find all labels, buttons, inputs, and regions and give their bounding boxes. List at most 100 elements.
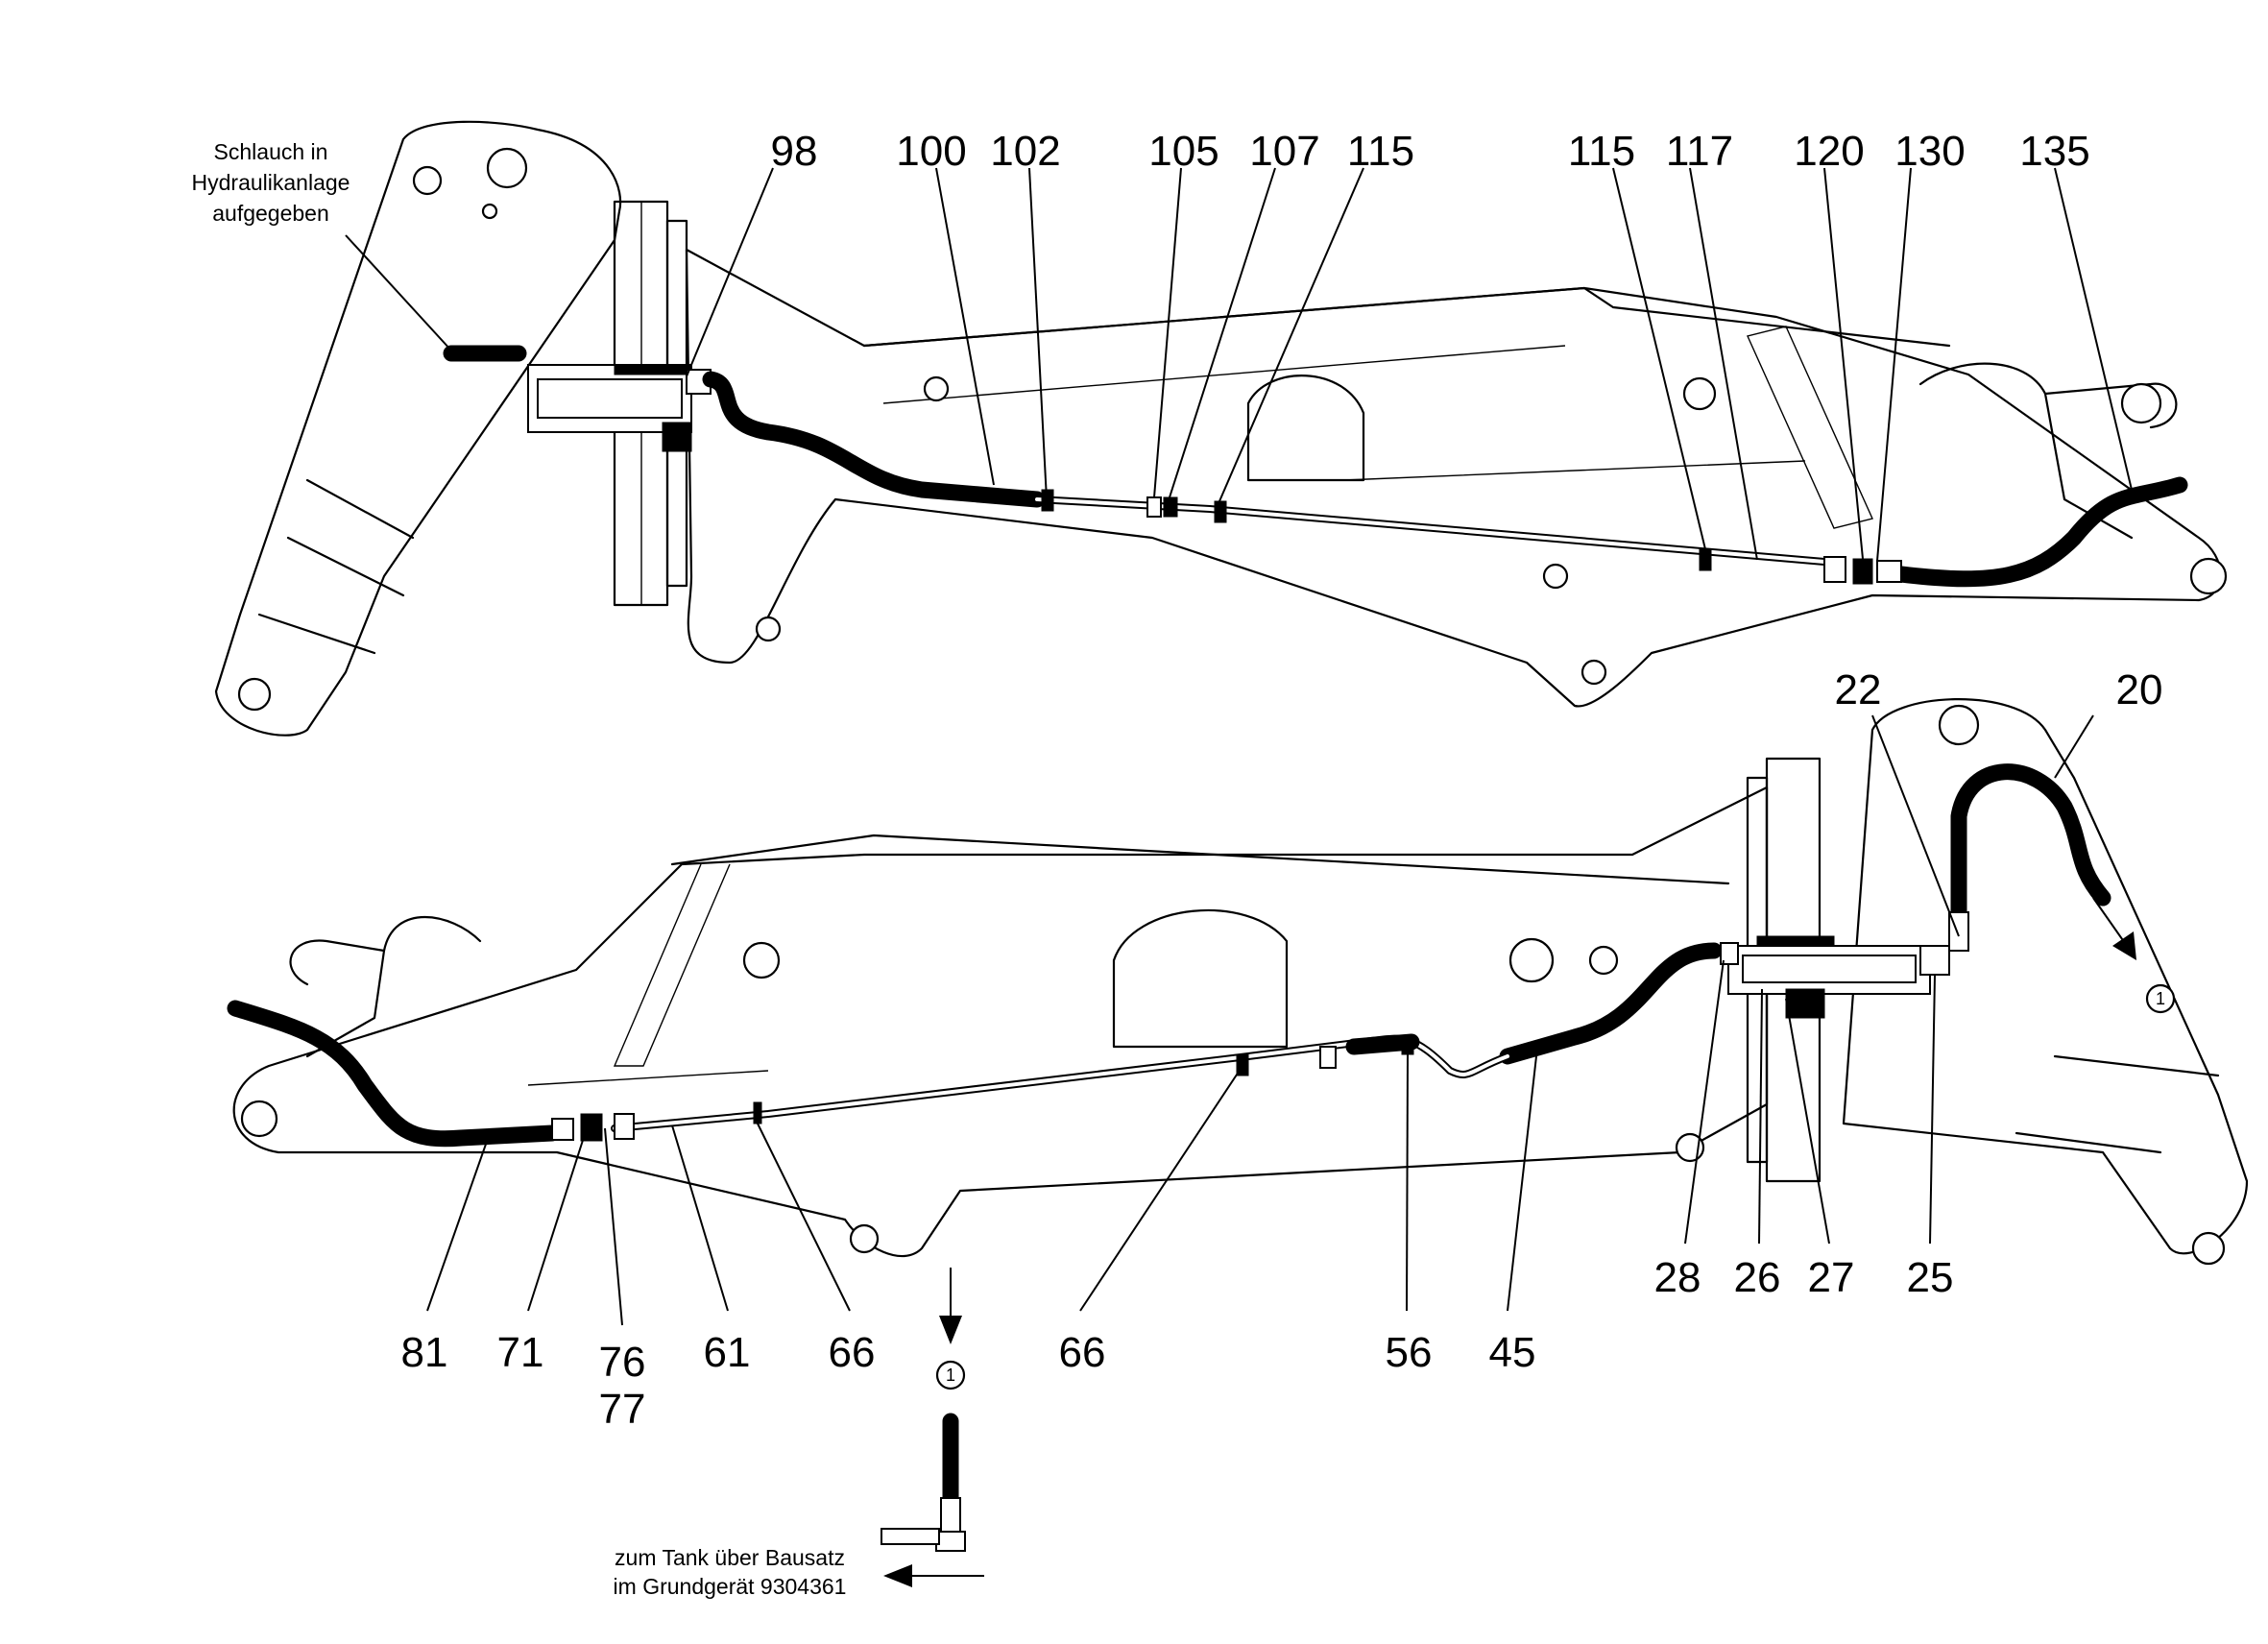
upper-clamp-115a	[1214, 500, 1227, 523]
lower-hose-81	[227, 1000, 561, 1148]
tank-arrow-down	[939, 1316, 962, 1344]
lower-fitting-28	[1720, 942, 1739, 965]
upper-fitting-120	[1823, 556, 1846, 583]
upper-clamp-115b	[1699, 548, 1712, 571]
lower-clamp-66a	[753, 1101, 762, 1124]
upper-bracket-hole-1	[412, 165, 443, 196]
lower-body-hole-1	[742, 941, 781, 979]
lower-body-hole-3	[1588, 945, 1619, 976]
callout-102: 102	[990, 128, 1060, 175]
lower-top-callouts: 22 20	[1835, 666, 2163, 713]
callout-25: 25	[1907, 1254, 1954, 1301]
lower-boom-top-edge	[670, 834, 1730, 885]
callout-105: 105	[1148, 128, 1218, 175]
upper-body-hole-1	[1682, 376, 1717, 411]
lower-fitting-76	[614, 1113, 635, 1140]
upper-body-hole-5	[923, 375, 950, 402]
callout-81: 81	[401, 1329, 448, 1376]
callout-117: 117	[1666, 128, 1733, 175]
callout-115-right: 115	[1568, 128, 1635, 175]
connection-marker-lower: 1	[2092, 897, 2176, 1014]
upper-hose-main	[702, 371, 1046, 508]
hose-note-line-1: Schlauch in	[214, 139, 328, 164]
upper-fitting-130	[1852, 558, 1873, 585]
callout-22: 22	[1835, 666, 1882, 713]
callout-107: 107	[1249, 128, 1319, 175]
upper-hose-right	[1893, 476, 2188, 588]
upper-right-arm	[1918, 362, 2178, 540]
hose-note-line-3: aufgegeben	[212, 201, 329, 226]
upper-callouts: 98 100 102 105 107 115 115 117 120 130 1…	[771, 128, 2090, 175]
tank-detail	[881, 1268, 984, 1587]
upper-right-pin	[2120, 382, 2162, 424]
connection-marker-tank: 1	[935, 1360, 966, 1390]
upper-body-hole-2	[1542, 563, 1569, 590]
leader-lines	[345, 167, 2133, 1326]
lower-bottom-callouts: 81 71 76 77 61 66 66 56 45 28 26 27 25	[401, 1254, 1954, 1433]
connection-marker-label-tank: 1	[946, 1366, 955, 1385]
lower-fitting-66b	[1319, 1046, 1337, 1069]
tank-note: zum Tank über Bausatz im Grundgerät 9304…	[614, 1545, 847, 1599]
upper-fitting-105	[1146, 496, 1162, 518]
lower-right-pivot-hole	[2191, 1231, 2226, 1266]
hose-note-line-2: Hydraulikanlage	[192, 170, 350, 195]
tank-elbow	[935, 1531, 966, 1552]
callout-66-right: 66	[1059, 1329, 1106, 1376]
upper-left-pivot-hole	[237, 677, 272, 712]
lower-body-hole-2	[1508, 937, 1555, 983]
upper-bracket-hole-3	[481, 203, 498, 220]
callout-26: 26	[1734, 1254, 1781, 1301]
callout-66-left: 66	[829, 1329, 876, 1376]
callout-45: 45	[1489, 1329, 1536, 1376]
upper-cover-plate	[1246, 375, 1365, 482]
callout-77: 77	[599, 1386, 646, 1433]
lower-fitting-56	[1401, 1034, 1414, 1055]
lower-fitting-71	[580, 1113, 603, 1142]
tank-hose-fitting	[940, 1497, 961, 1533]
lower-boom-body	[232, 786, 1769, 1258]
callout-56: 56	[1386, 1329, 1433, 1376]
tank-note-line-1: zum Tank über Bausatz	[615, 1545, 845, 1570]
callout-98: 98	[771, 128, 818, 175]
lower-left-pivot-hole	[240, 1100, 278, 1138]
upper-right-pivot-hole	[2189, 557, 2228, 595]
callout-76: 76	[599, 1339, 646, 1386]
upper-pipe	[1033, 496, 1828, 566]
callout-61: 61	[704, 1329, 751, 1376]
lower-hose-20	[1950, 763, 2111, 931]
callout-71: 71	[497, 1329, 544, 1376]
upper-boom-body	[685, 248, 2222, 708]
callout-115-left: 115	[1347, 128, 1414, 175]
upper-body-hole-3	[1580, 659, 1607, 686]
tank-pipe-stub	[881, 1528, 940, 1545]
lower-assembly	[227, 698, 2249, 1266]
upper-fitting-107	[1163, 496, 1178, 518]
tank-arrow-left	[883, 1564, 912, 1587]
lower-hose-28	[1499, 942, 1723, 1065]
callout-20: 20	[2116, 666, 2163, 713]
callout-100: 100	[896, 128, 966, 175]
callout-135: 135	[2019, 128, 2089, 175]
upper-left-bracket	[214, 120, 622, 737]
lower-right-bracket	[1842, 698, 2249, 1255]
upper-assembly	[214, 120, 2228, 737]
callout-120: 120	[1794, 128, 1864, 175]
upper-boom-top-edge	[862, 286, 1951, 348]
connection-marker-label-lower: 1	[2156, 989, 2165, 1008]
lower-bracket-hole-1	[1938, 704, 1980, 746]
callout-28: 28	[1654, 1254, 1701, 1301]
lower-fitting-25	[1919, 945, 1950, 976]
upper-bracket-hole-2	[486, 147, 528, 189]
upper-body-hole-4	[755, 616, 782, 642]
lower-body-hole-5	[849, 1223, 880, 1254]
upper-left-bracket-plate	[257, 478, 415, 655]
hose-note: Schlauch in Hydraulikanlage aufgegeben	[192, 139, 350, 226]
upper-clamp-102	[1041, 489, 1054, 512]
lower-cover-plate	[1112, 908, 1289, 1049]
tank-note-line-2: im Grundgerät 9304361	[614, 1574, 847, 1599]
callout-130: 130	[1894, 128, 1965, 175]
lower-left-arm	[289, 916, 482, 1058]
callout-27: 27	[1808, 1254, 1855, 1301]
